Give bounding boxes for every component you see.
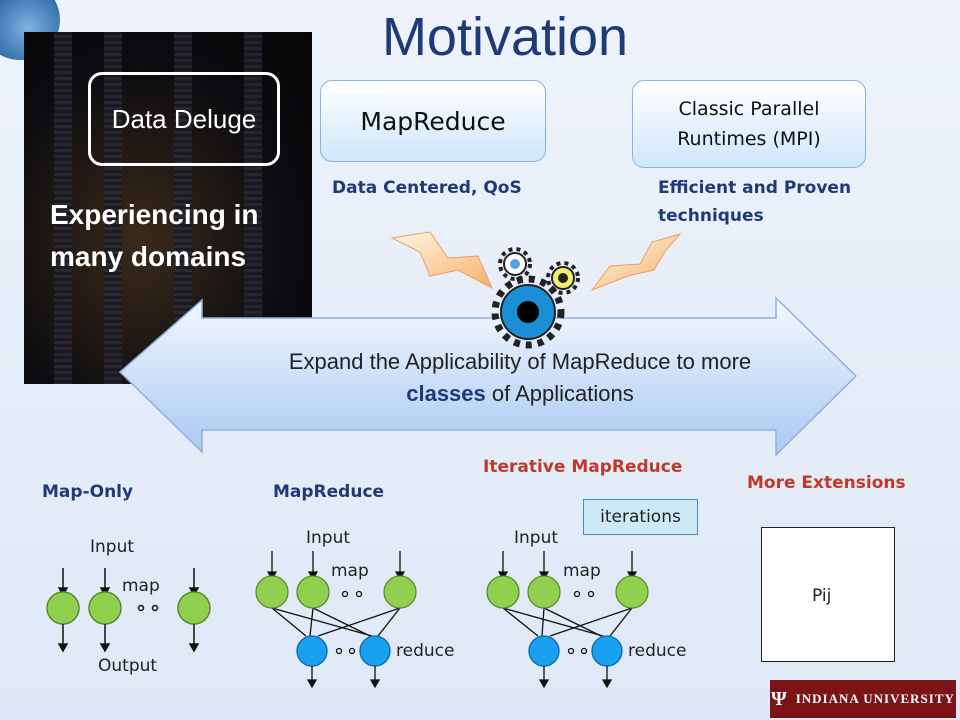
expand-applicability-text: Expand the Applicability of MapReduce to… [220,346,820,410]
mapreduce-subtitle: Data Centered, QoS [332,178,522,198]
experiencing-text: Experiencing in many domains [50,199,259,272]
arrow-text-bold: classes [406,381,486,406]
data-deluge-label: Data Deluge [88,72,280,166]
iterative-mapreduce-title: Iterative MapReduce [483,457,683,477]
arrow-text-line2: of Applications [491,381,634,406]
mapreduce-map-label: map [331,561,369,581]
mapreduce-input-label: Input [306,528,351,548]
map-only-output-label: Output [98,656,158,676]
gear-icon [498,247,532,281]
iterative-mapreduce-diagram [486,551,649,689]
mapreduce-box: MapReduce [320,80,546,162]
iu-trident-icon: Ψ [771,687,788,710]
indiana-university-logo: Ψ INDIANA UNIVERSITY [770,680,956,718]
arrow-text-line1: Expand the Applicability of MapReduce to… [288,349,752,374]
map-only-title: Map-Only [42,482,134,502]
mapreduce-diagram [255,551,417,689]
iu-logo-text: INDIANA UNIVERSITY [795,691,955,706]
server-rack [244,32,262,384]
extensions-grid [761,527,895,662]
map-only-diagram [46,568,211,653]
map-only-map-label: map [122,576,160,596]
mpi-box: Classic Parallel Runtimes (MPI) [632,80,866,168]
gear-icon [491,275,565,349]
expand-arrow [118,296,858,457]
mpi-subtitle: Efficient and Proven techniques [658,178,852,226]
iterations-box: iterations [583,499,698,535]
iterative-input-label: Input [514,528,559,548]
map-only-input-label: Input [90,537,135,557]
gear-icon [546,261,580,295]
iterative-reduce-label: reduce [628,641,687,661]
server-rack [104,32,122,384]
iterative-map-label: map [563,561,601,581]
pij-label: Pij [812,586,832,606]
slide-title: Motivation [381,7,629,67]
mapreduce-reduce-label: reduce [396,641,455,661]
more-extensions-title: More Extensions [747,473,906,493]
lightning-bolt-left [390,231,494,290]
server-rack [54,32,72,384]
server-rack [174,32,192,384]
lightning-bolt-right [590,233,682,292]
mapreduce-title: MapReduce [273,482,385,502]
